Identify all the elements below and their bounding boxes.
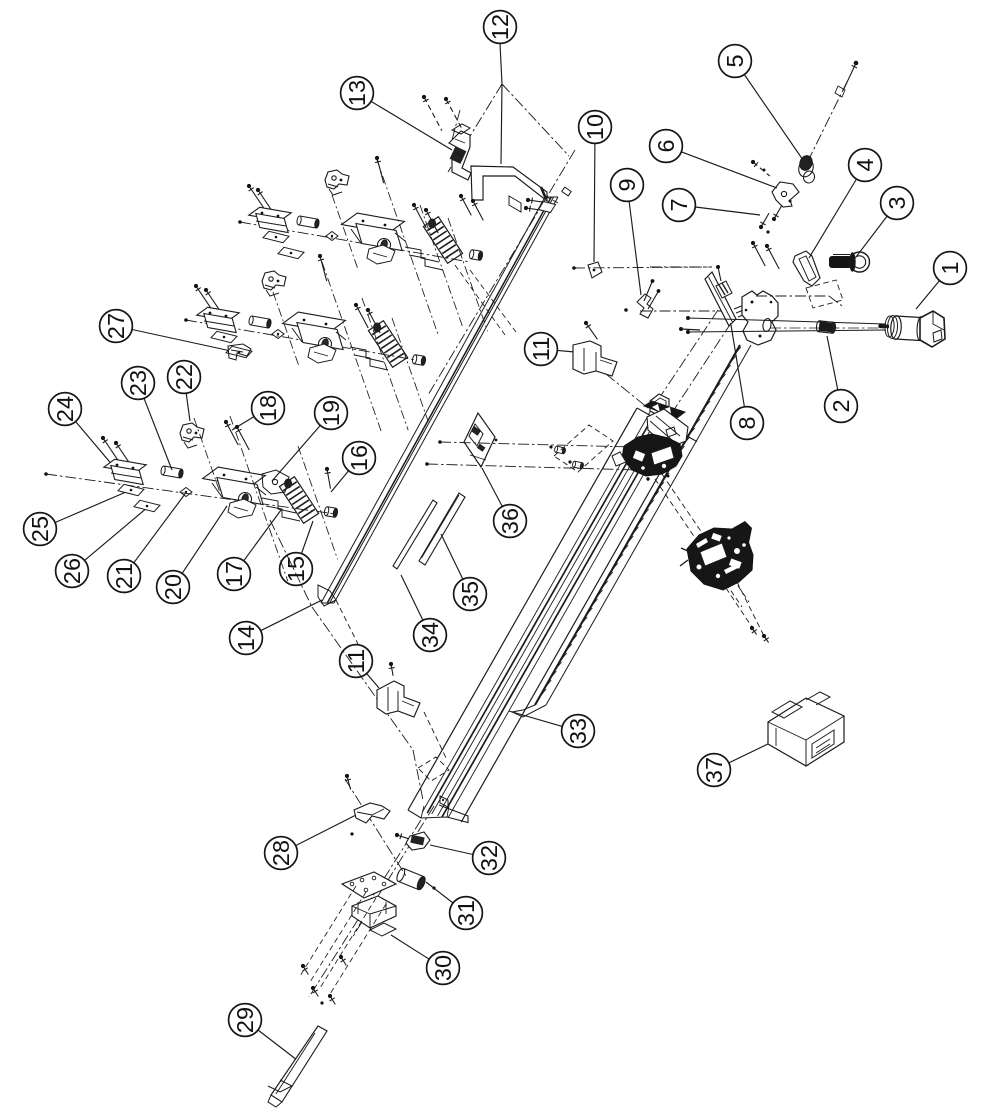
svg-text:19: 19 bbox=[318, 400, 344, 426]
svg-text:2: 2 bbox=[828, 399, 854, 412]
svg-text:13: 13 bbox=[344, 80, 370, 106]
svg-text:23: 23 bbox=[125, 370, 151, 396]
svg-text:12: 12 bbox=[487, 14, 513, 40]
svg-text:37: 37 bbox=[701, 757, 727, 783]
svg-text:30: 30 bbox=[430, 955, 456, 981]
svg-text:16: 16 bbox=[346, 445, 372, 471]
svg-text:25: 25 bbox=[27, 516, 53, 542]
svg-text:27: 27 bbox=[103, 313, 129, 339]
svg-text:8: 8 bbox=[734, 416, 760, 429]
svg-text:21: 21 bbox=[111, 563, 137, 589]
svg-text:20: 20 bbox=[160, 574, 186, 600]
svg-text:5: 5 bbox=[722, 54, 748, 67]
svg-text:24: 24 bbox=[52, 396, 78, 422]
svg-text:18: 18 bbox=[255, 395, 281, 421]
svg-text:11: 11 bbox=[528, 337, 554, 361]
svg-text:36: 36 bbox=[497, 508, 523, 534]
svg-text:14: 14 bbox=[233, 625, 259, 651]
svg-text:31: 31 bbox=[453, 900, 479, 926]
svg-text:34: 34 bbox=[417, 622, 443, 648]
svg-text:9: 9 bbox=[614, 178, 640, 191]
svg-text:1: 1 bbox=[937, 261, 963, 274]
svg-text:17: 17 bbox=[221, 561, 247, 587]
svg-text:7: 7 bbox=[666, 198, 692, 211]
svg-text:22: 22 bbox=[171, 364, 197, 390]
svg-text:3: 3 bbox=[884, 196, 910, 209]
svg-text:35: 35 bbox=[457, 581, 483, 607]
svg-text:26: 26 bbox=[59, 558, 85, 584]
svg-text:32: 32 bbox=[476, 845, 502, 871]
svg-text:6: 6 bbox=[653, 139, 679, 152]
svg-text:33: 33 bbox=[565, 718, 591, 744]
svg-text:10: 10 bbox=[582, 114, 608, 140]
svg-text:15: 15 bbox=[283, 556, 309, 582]
svg-text:29: 29 bbox=[232, 1007, 258, 1033]
svg-text:4: 4 bbox=[852, 158, 878, 171]
svg-text:28: 28 bbox=[268, 840, 294, 866]
svg-text:11: 11 bbox=[343, 649, 369, 673]
